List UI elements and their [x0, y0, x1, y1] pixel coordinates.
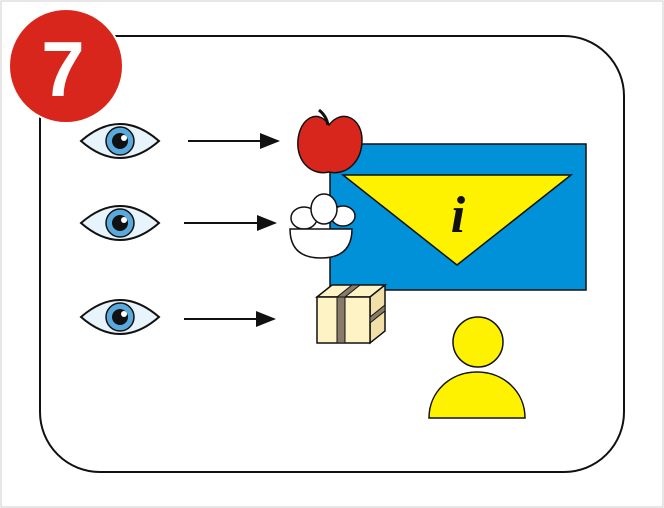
person-icon [428, 316, 526, 419]
info-symbol: i [451, 187, 466, 244]
egg-bowl-icon [289, 193, 356, 259]
info-triangle [340, 174, 574, 266]
step-badge-circle [8, 8, 124, 124]
row-package [80, 283, 388, 345]
row-eggs [80, 193, 356, 259]
row-apple [80, 108, 363, 174]
step-badge: 7 [8, 8, 124, 124]
package-icon [314, 283, 388, 345]
step-number: 7 [41, 25, 84, 113]
info-board: i [329, 143, 587, 291]
apple-icon [297, 108, 363, 174]
